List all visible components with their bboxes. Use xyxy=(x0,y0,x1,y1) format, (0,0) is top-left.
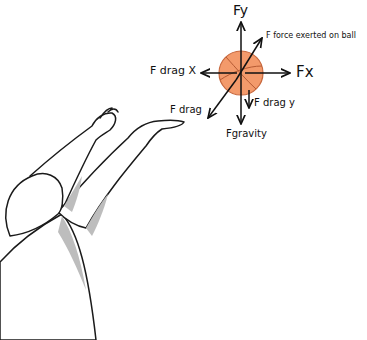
front-arm xyxy=(58,120,184,228)
force-arrow xyxy=(240,22,242,73)
force-label: Fy xyxy=(233,2,248,18)
force-arrow xyxy=(245,72,290,74)
force-label: Fx xyxy=(296,64,314,81)
force-arrow xyxy=(201,72,237,74)
force-label: F drag X xyxy=(150,65,196,78)
force-label: F drag y xyxy=(254,97,295,109)
hand xyxy=(100,108,118,118)
force-arrow xyxy=(248,90,250,108)
force-label: F force exerted on ball xyxy=(266,31,356,40)
force-arrow xyxy=(208,80,236,118)
force-label: Fgravity xyxy=(226,128,267,140)
force-arrow xyxy=(236,38,262,80)
force-arrow xyxy=(240,73,242,124)
arm-shading xyxy=(86,194,108,236)
arm-shading xyxy=(64,176,82,212)
force-label: F drag xyxy=(170,104,202,116)
head xyxy=(6,174,63,236)
torso-shading xyxy=(58,216,86,290)
